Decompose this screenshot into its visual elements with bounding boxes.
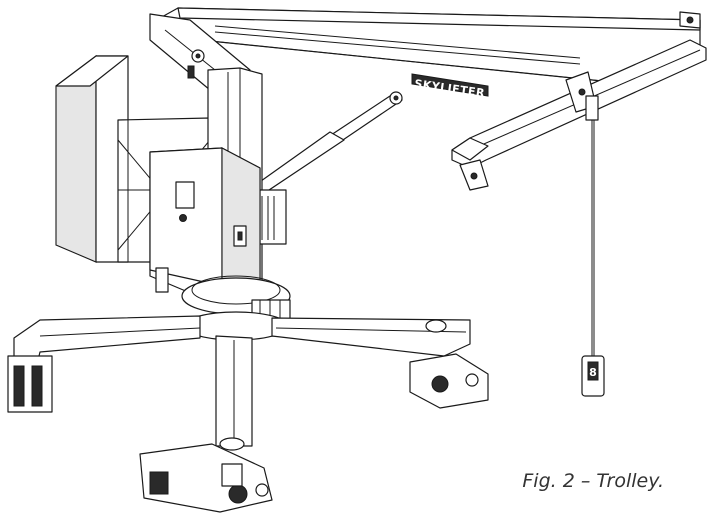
caster-front — [139, 443, 273, 513]
counterweight-box — [55, 54, 129, 263]
caster-right — [409, 353, 489, 409]
drive-motor — [257, 189, 287, 245]
pendant-label: 8 — [589, 366, 597, 379]
jib-arm — [451, 39, 707, 191]
hydraulic-cylinder — [253, 91, 403, 193]
base-leg-front — [215, 335, 253, 451]
base-leg-right — [271, 317, 471, 357]
figure-caption: Fig. 2 – Trolley. — [522, 470, 664, 492]
hoist-assembly: 8 — [581, 95, 605, 397]
control-cabinet — [149, 147, 261, 309]
caster-left — [7, 355, 53, 413]
brand-decal: SKYLIFTER — [411, 73, 489, 100]
